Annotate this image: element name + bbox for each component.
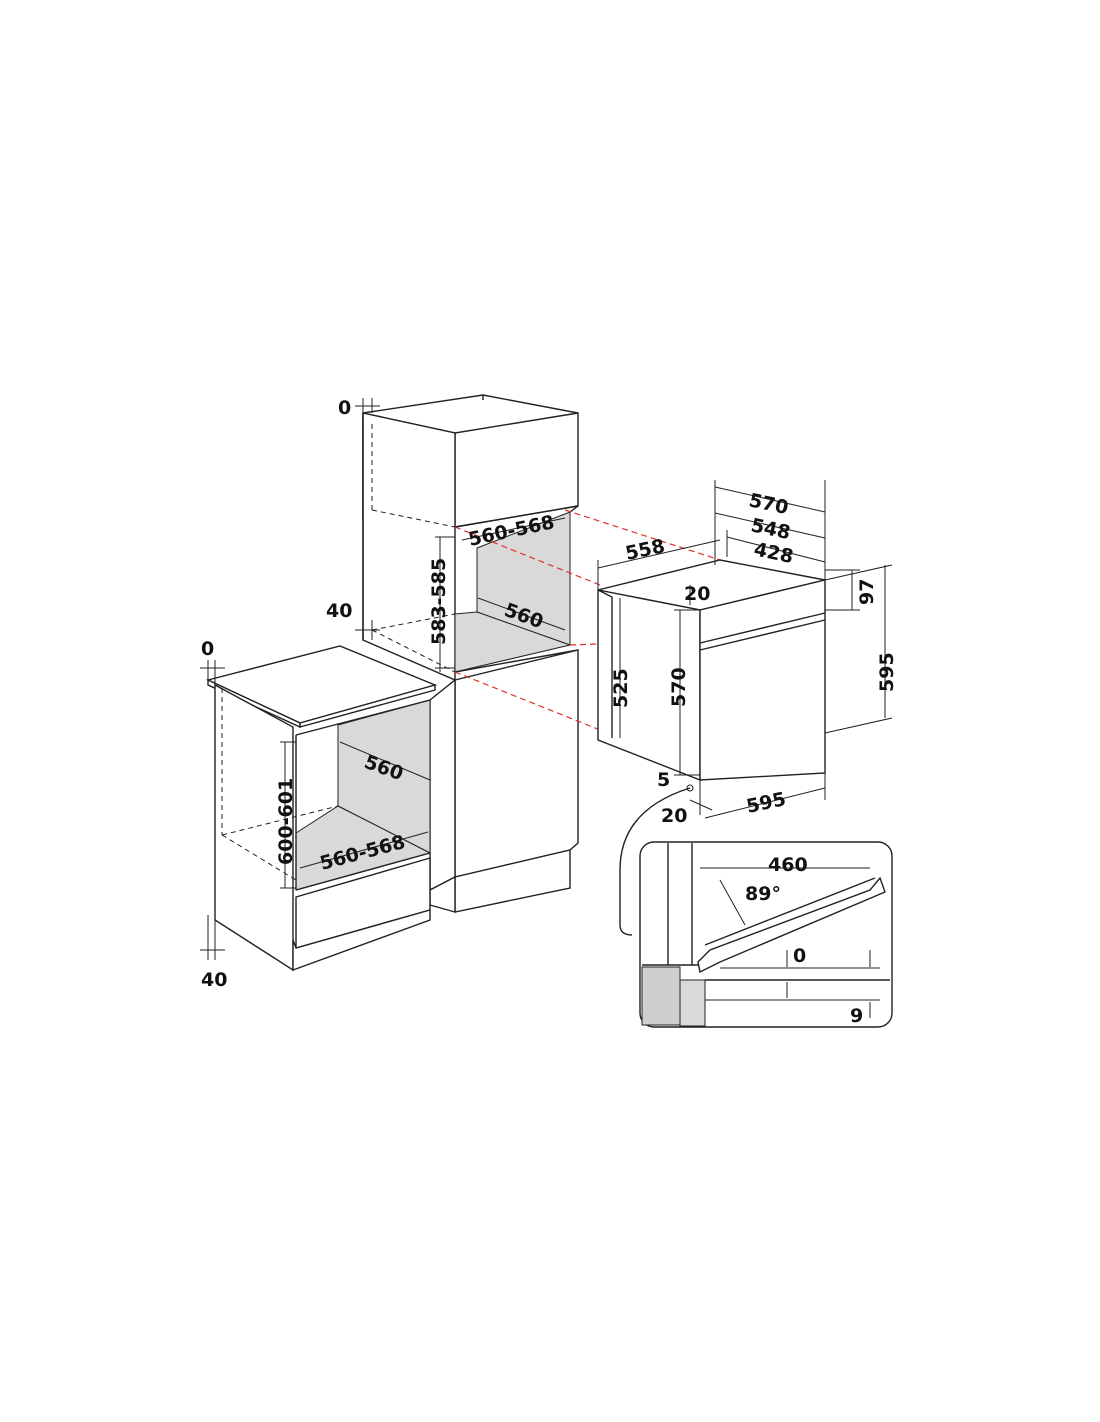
oven-side-depth-label: 558 [623, 535, 666, 565]
base-unit-dimensions [200, 660, 431, 960]
oven-depth-inner-label: 428 [752, 538, 795, 568]
tall-top-gap-label: 0 [338, 397, 351, 419]
oven-bottom-offset-label: 5 [657, 769, 670, 791]
tall-cabinet [362, 394, 579, 913]
oven-front-offset-label: 20 [661, 805, 687, 827]
door-bottom-gap-label: 9 [850, 1005, 863, 1027]
oven [597, 559, 826, 782]
door-angle-label: 89° [745, 883, 781, 905]
base-top-gap-label: 0 [201, 638, 214, 660]
oven-width-label: 595 [744, 788, 787, 818]
door-detail [619, 784, 893, 1028]
door-open-depth-label: 460 [768, 854, 808, 876]
tall-niche-height-label: 583-585 [428, 558, 450, 645]
oven-panel-height-label: 97 [856, 579, 878, 605]
base-niche-height-label: 600-601 [275, 778, 297, 865]
oven-dimensions [597, 480, 893, 819]
oven-side-height-label: 525 [610, 668, 632, 708]
base-bottom-gap-label: 40 [201, 969, 227, 991]
base-cabinet [205, 645, 438, 972]
oven-total-height-label: 595 [876, 652, 898, 692]
oven-body-height-label: 570 [668, 667, 690, 707]
door-top-gap-label: 0 [793, 945, 806, 967]
tall-rear-gap-label: 40 [326, 600, 352, 622]
oven-top-offset-label: 20 [684, 583, 710, 605]
